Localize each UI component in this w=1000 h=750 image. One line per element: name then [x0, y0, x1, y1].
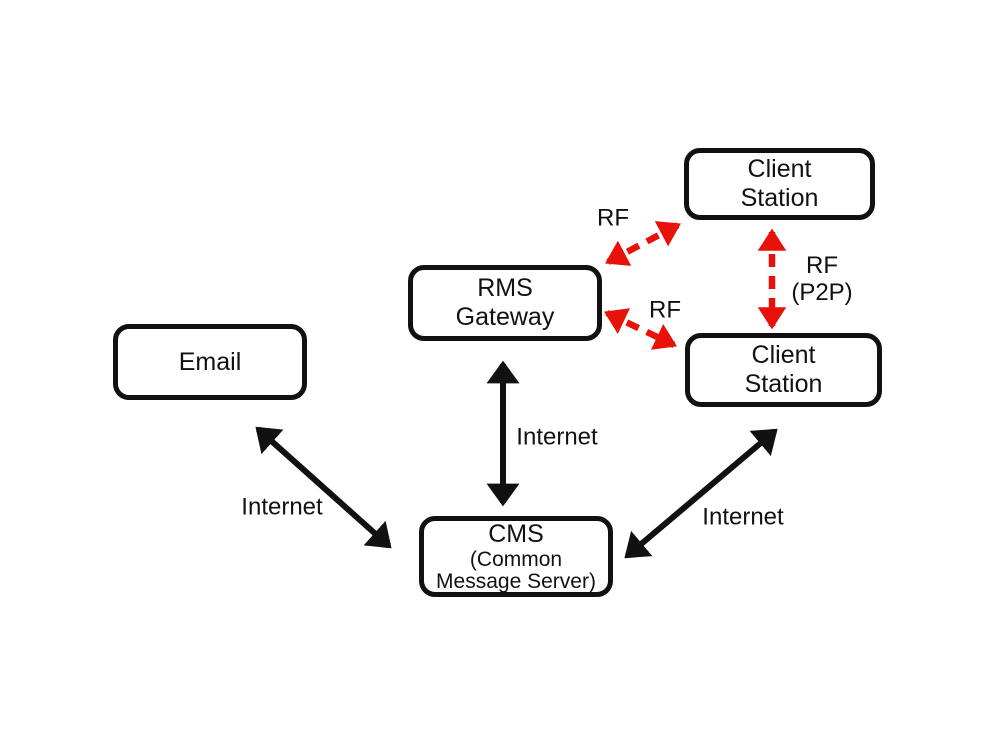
node-cms-title: CMS [488, 520, 544, 548]
label-internet-email-cms: Internet [241, 493, 323, 521]
label-internet-client-station-cms: Internet [702, 503, 784, 531]
node-email: Email [113, 324, 307, 400]
node-cms: CMS (Common Message Server) [419, 516, 613, 597]
node-client-station-bottom-label-line1: Client [751, 341, 816, 369]
label-rf-p2p-line2: (P2P) [791, 279, 853, 306]
node-rms-gateway: RMS Gateway [408, 265, 602, 341]
node-email-label: Email [178, 347, 242, 376]
label-rf-rms-client-station-top: RF [597, 204, 629, 232]
node-client-station-top: Client Station [684, 148, 875, 220]
node-client-station-top-label-line1: Client [747, 155, 812, 183]
node-rms-gateway-label-line1: RMS [477, 274, 533, 302]
label-rf-rms-client-station-bottom: RF [649, 296, 681, 324]
node-rms-gateway-label-line2: Gateway [455, 303, 555, 331]
node-client-station-bottom: Client Station [685, 333, 882, 407]
link-client-station-bottom-cms-arrow [624, 428, 778, 559]
link-email-cms-arrow [255, 426, 392, 549]
node-client-station-bottom-label-line2: Station [744, 370, 823, 398]
node-client-station-top-label-line2: Station [740, 184, 819, 212]
node-cms-subtitle-line1: (Common [469, 548, 563, 571]
link-rms-client-station-bottom-arrow [604, 308, 677, 350]
node-cms-subtitle-line2: Message Server) [436, 570, 596, 593]
label-rf-p2p: RF (P2P) [791, 252, 852, 306]
label-rf-p2p-line1: RF [805, 252, 838, 279]
label-internet-rms-cms: Internet [516, 423, 598, 451]
